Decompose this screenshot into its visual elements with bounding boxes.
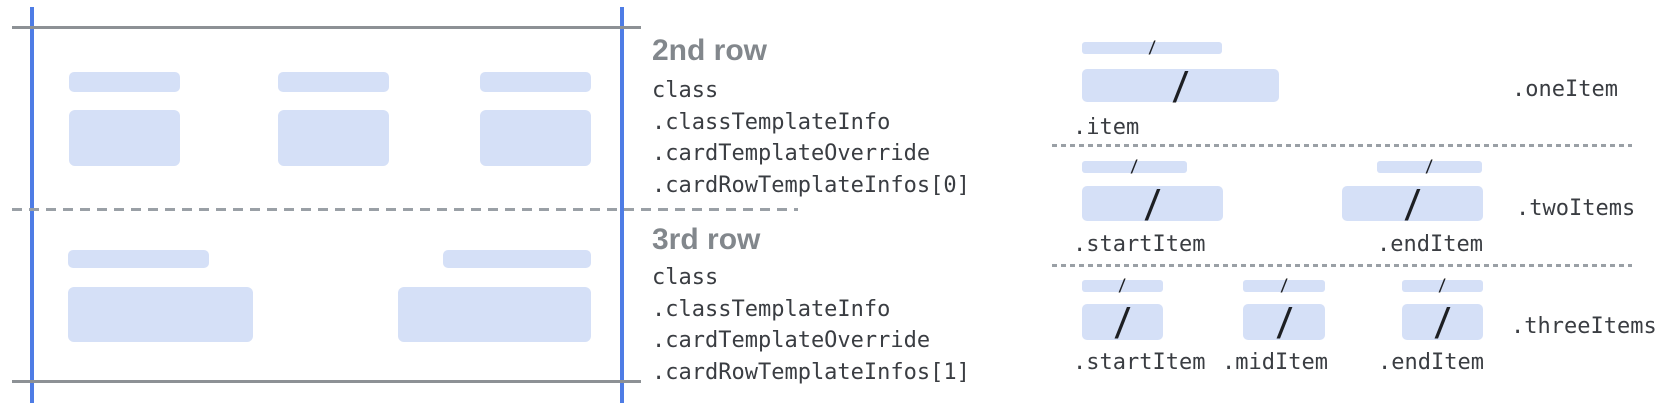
code-path-line: .classTemplateInfo	[652, 109, 891, 135]
layout-separator-2	[1052, 264, 1632, 267]
code-path-line: .cardRowTemplateInfos[0]	[652, 172, 970, 198]
slash-glyph: /	[1118, 275, 1127, 296]
item-value-bar: /	[1082, 300, 1163, 344]
item-value-bar: /	[1243, 300, 1325, 344]
field-label-placeholder	[69, 72, 180, 92]
row3-code-path: class .classTemplateInfo .cardTemplateOv…	[652, 262, 970, 388]
item-label-bar: /	[1082, 156, 1187, 177]
item-label-bar: /	[1402, 275, 1483, 296]
layout-group-label: .twoItems	[1516, 196, 1636, 221]
slash-glyph: /	[1432, 300, 1453, 344]
item-field-label: .midItem	[1222, 350, 1328, 375]
slash-glyph: /	[1112, 300, 1133, 344]
slash-glyph: /	[1147, 37, 1157, 58]
field-value-placeholder	[69, 110, 180, 166]
field-value-placeholder	[68, 287, 253, 342]
bottom-row-boundary-line	[12, 380, 641, 383]
field-label-placeholder	[68, 250, 209, 268]
field-value-placeholder	[278, 110, 389, 166]
layout-group-label: .threeItems	[1511, 314, 1657, 339]
item-value-bar: /	[1342, 181, 1483, 226]
slash-glyph: /	[1142, 181, 1163, 226]
code-path-line: .cardTemplateOverride	[652, 328, 931, 353]
slash-glyph: /	[1402, 181, 1423, 226]
item-field-label: .endItem	[1378, 350, 1484, 375]
item-field-label: .endItem	[1377, 232, 1483, 257]
layout-separator-1	[1052, 144, 1632, 147]
code-path-line: .cardRowTemplateInfos[1]	[652, 359, 970, 385]
slash-glyph: /	[1170, 63, 1191, 108]
item-label-bar: /	[1082, 37, 1222, 58]
slash-glyph: /	[1130, 156, 1139, 177]
row3-title: 3rd row	[652, 223, 761, 256]
code-path-line: class	[652, 78, 719, 103]
left-guide-line	[30, 7, 34, 403]
field-value-placeholder	[398, 287, 591, 342]
slash-glyph: /	[1438, 275, 1447, 296]
item-value-bar: /	[1402, 300, 1483, 344]
field-value-placeholder	[480, 110, 591, 166]
field-label-placeholder	[443, 250, 591, 268]
row2-code-path: class .classTemplateInfo .cardTemplateOv…	[652, 75, 970, 201]
slash-glyph: /	[1279, 275, 1289, 296]
field-label-placeholder	[480, 72, 591, 92]
code-path-line: .classTemplateInfo	[652, 296, 891, 322]
slash-glyph: /	[1425, 156, 1434, 177]
item-value-bar: /	[1082, 63, 1279, 108]
item-field-label: .startItem	[1073, 232, 1206, 257]
layout-group-label: .oneItem	[1512, 77, 1618, 102]
field-label-placeholder	[278, 72, 389, 92]
row-divider-line	[12, 208, 798, 211]
slash-glyph: /	[1274, 300, 1294, 344]
row2-title: 2nd row	[652, 34, 768, 67]
top-row-boundary-line	[12, 26, 641, 29]
item-field-label: .startItem	[1073, 350, 1206, 375]
item-label-bar: /	[1377, 156, 1482, 177]
right-guide-line	[620, 7, 624, 403]
item-field-label: .item	[1073, 115, 1140, 140]
item-label-bar: /	[1082, 275, 1163, 296]
item-label-bar: /	[1243, 275, 1325, 296]
code-path-line: .cardTemplateOverride	[652, 141, 931, 166]
item-value-bar: /	[1082, 181, 1223, 226]
code-path-line: class	[652, 265, 719, 290]
